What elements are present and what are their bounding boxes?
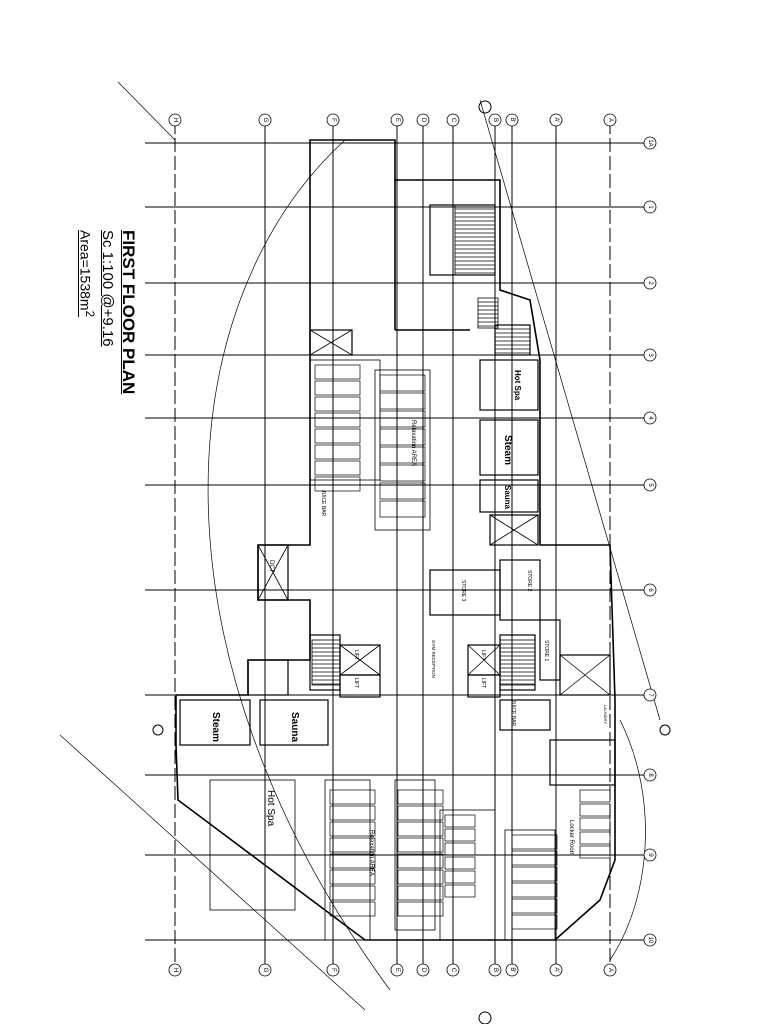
grid-bubble [416, 113, 430, 127]
grid-bubble [643, 478, 657, 492]
grid-bubble [168, 113, 182, 127]
room-label-locker-room: Locker Room [568, 820, 574, 856]
room-label-lift-4: LIFT [480, 678, 486, 688]
room-label-relaxation-lower: Relaxation AREA [368, 830, 374, 876]
room-label-steam-right: Steam [502, 435, 513, 465]
room-labels: Steam Sauna Hot Spa Relaxation AREA Rela… [210, 370, 608, 876]
grid-label-letter: D [420, 968, 426, 973]
room-label-lift-1: LIFT [353, 650, 359, 660]
grid-label-number: 6 [647, 588, 653, 592]
grid-label-number: 2 [647, 281, 653, 285]
room-label-store-2: STORE 2 [526, 570, 532, 592]
room-label-gym-reception: GYM RECEPTION [431, 640, 436, 678]
grid-bubble [258, 113, 272, 127]
grid-label-letter: A [607, 968, 613, 972]
plan-area: Area=1538m2 [77, 230, 96, 318]
grid-bubble [643, 411, 657, 425]
grid-bubble [549, 113, 563, 127]
grid-bubble [643, 848, 657, 862]
grid-label-letter: C [450, 968, 456, 973]
room-label-dct: DCT [268, 560, 274, 573]
room-label-hot-spa-right: Hot Spa [513, 370, 522, 401]
grid-bubble [643, 276, 657, 290]
grid-bubble [446, 963, 460, 977]
grid-label-letter: H [172, 118, 178, 122]
grid-bubble [643, 933, 657, 947]
grid-label-letter: B [492, 968, 498, 972]
site-boundary [59, 81, 661, 1011]
room-label-juice-bar-lower: JUICE BAR [510, 700, 516, 727]
room-label-laundry: LAUNDRY [603, 705, 608, 724]
grid-bubble [488, 963, 502, 977]
grid-label-letter: A' [553, 117, 559, 122]
grid-label-letter: C [450, 118, 456, 123]
grid-bubble [505, 113, 519, 127]
grid-label-number: 10 [647, 937, 653, 944]
room-label-store-3: STORE 3 [460, 580, 466, 602]
lift-cross-marks [257, 329, 611, 696]
building-outline [175, 139, 616, 941]
grid-label-number: 1A [647, 139, 653, 146]
grid-label-letter: D [420, 118, 426, 123]
grid-label-letter: B' [509, 117, 515, 122]
furniture-rows [314, 364, 611, 930]
grid-label-number: 1 [647, 205, 653, 209]
plan-scale: Sc 1:100 @+9.16 [99, 230, 116, 347]
grid-bubble [603, 963, 617, 977]
grid-bubble [505, 963, 519, 977]
room-label-store-1: STORE 1 [543, 640, 549, 662]
room-label-hot-spa: Hot Spa [265, 790, 276, 827]
grid-bubble [326, 963, 340, 977]
grid-bubble [643, 768, 657, 782]
plan-title: FIRST FLOOR PLAN [119, 230, 138, 395]
grid-bubble [549, 963, 563, 977]
grid-bubble [416, 963, 430, 977]
grid-label-letter: F [330, 968, 336, 972]
grid-label-letter: E [394, 968, 400, 972]
grid-bubble [643, 348, 657, 362]
grid-bubble [326, 113, 340, 127]
grid-bubble [446, 113, 460, 127]
room-label-juice-bar-upper: JUICE BAR [320, 490, 326, 517]
grid-label-letter: B [492, 118, 498, 122]
room-label-relaxation-upper: Relaxation AREA [410, 420, 416, 466]
grid-label-letter: A [607, 118, 613, 122]
grid-label-letter: G [262, 968, 268, 973]
grid-label-letter: H [172, 968, 178, 972]
grid-label-number: 3 [647, 353, 653, 357]
room-label-lift-3: LIFT [353, 678, 359, 688]
grid-bubble [390, 113, 404, 127]
grid-label-letter: A' [553, 967, 559, 972]
grid-label-letter: E [394, 118, 400, 122]
room-label-steam: Steam [210, 712, 221, 742]
grid-bubble [643, 583, 657, 597]
grid-label-number: 8 [647, 773, 653, 777]
stair-treads [311, 204, 536, 686]
grid-label-letter: B' [509, 967, 515, 972]
grid-bubble [488, 113, 502, 127]
grid-label-number: 7 [647, 693, 653, 697]
grid-labels-numbers: 10 9 8 7 6 5 4 3 2 1 1A [643, 136, 657, 947]
grid-label-number: 9 [647, 853, 653, 857]
grid-bubble [390, 963, 404, 977]
grid-label-letter: G [262, 118, 268, 123]
room-label-lift-2: LIFT [480, 650, 486, 660]
grid-bubble [643, 688, 657, 702]
room-label-sauna-right: Sauna [503, 485, 512, 510]
grid-bubble [643, 136, 657, 150]
grid-bubble [168, 963, 182, 977]
north-arrow-icon [152, 100, 671, 1024]
grid-bubble [258, 963, 272, 977]
grid-label-letter: F [330, 118, 336, 122]
room-label-sauna: Sauna [289, 712, 300, 742]
grid-bubble [603, 113, 617, 127]
grid-bubble [643, 200, 657, 214]
grid-label-number: 4 [647, 416, 653, 420]
grid-labels-letters: H H G G F F E E D D C C B B B' B' A' A' A A [168, 113, 617, 977]
grid-label-number: 5 [647, 483, 653, 487]
